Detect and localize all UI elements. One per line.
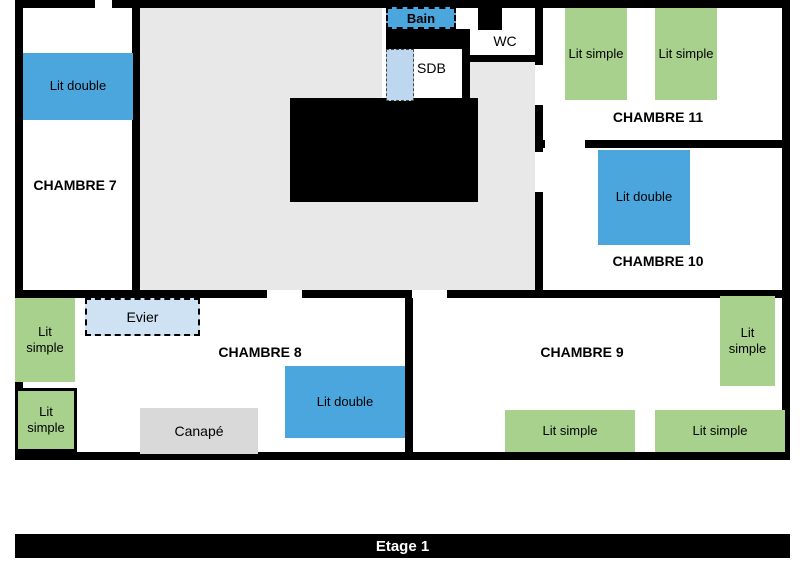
- wall-hall-right-2: [535, 105, 543, 152]
- wall-wc-bottom: [470, 55, 535, 62]
- bed-label: Lit simple: [568, 45, 624, 61]
- canape-sofa: Canapé: [140, 408, 258, 454]
- wall-chambre8-9-divider: [405, 298, 413, 452]
- lit-simple-left-bottom: Lit simple: [15, 388, 77, 452]
- bed-label: Lit simple: [728, 324, 767, 356]
- bed-label: Lit double: [316, 393, 374, 409]
- room-label-chambre8: CHAMBRE 8: [218, 344, 302, 360]
- floor-title: Etage 1: [375, 537, 430, 555]
- wall-hall-right-1: [535, 0, 543, 65]
- wall-outer-top-right: [112, 0, 790, 8]
- wc-label: WC: [493, 33, 517, 49]
- sdb-shower-tub: [386, 49, 414, 101]
- wall-outer-left: [15, 0, 23, 460]
- stairwell-block: [290, 98, 478, 202]
- wall-bathroom-bottom: [378, 100, 474, 108]
- wall-chambre7-divider: [132, 0, 140, 290]
- sdb-label: SDB: [417, 60, 446, 76]
- bed-label: Lit simple: [692, 422, 748, 438]
- lit-double-chambre8: Lit double: [285, 366, 405, 438]
- wall-outer-bottom: [15, 452, 790, 460]
- lit-simple-chambre11-right: Lit simple: [655, 8, 717, 100]
- room-label-chambre7: CHAMBRE 7: [33, 177, 117, 193]
- lit-simple-left-top: Lit simple: [15, 298, 75, 382]
- sofa-label: Canapé: [174, 423, 224, 439]
- wall-outer-top-left: [15, 0, 95, 8]
- bathroom-counter-block: [386, 29, 470, 49]
- lit-simple-chambre11-left: Lit simple: [565, 8, 627, 100]
- wall-chambre11-10-divider-1: [535, 140, 545, 148]
- bed-label: Lit simple: [26, 323, 64, 355]
- wall-outer-right: [782, 0, 790, 460]
- floor-title-bar: Etage 1: [15, 534, 790, 558]
- lit-double-chambre7: Lit double: [23, 53, 133, 120]
- evier-sink: Evier: [85, 298, 200, 336]
- room-label-chambre10: CHAMBRE 10: [612, 253, 704, 269]
- bed-label: Lit simple: [658, 45, 714, 61]
- wall-chambre11-10-divider-2: [585, 140, 790, 148]
- wc-fixture-block: [478, 8, 502, 30]
- bain-label: Bain: [406, 10, 436, 26]
- bed-label: Lit double: [49, 78, 107, 94]
- wall-mid-3: [447, 290, 790, 298]
- lit-double-chambre10: Lit double: [598, 150, 690, 245]
- bed-label: Lit simple: [542, 422, 598, 438]
- evier-label: Evier: [126, 309, 159, 325]
- wall-hall-right-3: [535, 192, 543, 290]
- bed-label: Lit double: [615, 189, 673, 205]
- wall-mid-2: [302, 290, 412, 298]
- wall-bathroom-wc-divider: [462, 29, 470, 108]
- lit-simple-chambre9-bottom-right: Lit simple: [655, 410, 785, 452]
- room-label-chambre11: CHAMBRE 11: [612, 109, 704, 125]
- bain-bathtub: Bain: [386, 7, 456, 29]
- lit-simple-chambre9-right: Lit simple: [720, 296, 775, 386]
- bed-label: Lit simple: [27, 403, 65, 435]
- room-label-chambre9: CHAMBRE 9: [540, 344, 624, 360]
- lit-simple-chambre9-bottom-left: Lit simple: [505, 410, 635, 452]
- wall-mid-1: [15, 290, 267, 298]
